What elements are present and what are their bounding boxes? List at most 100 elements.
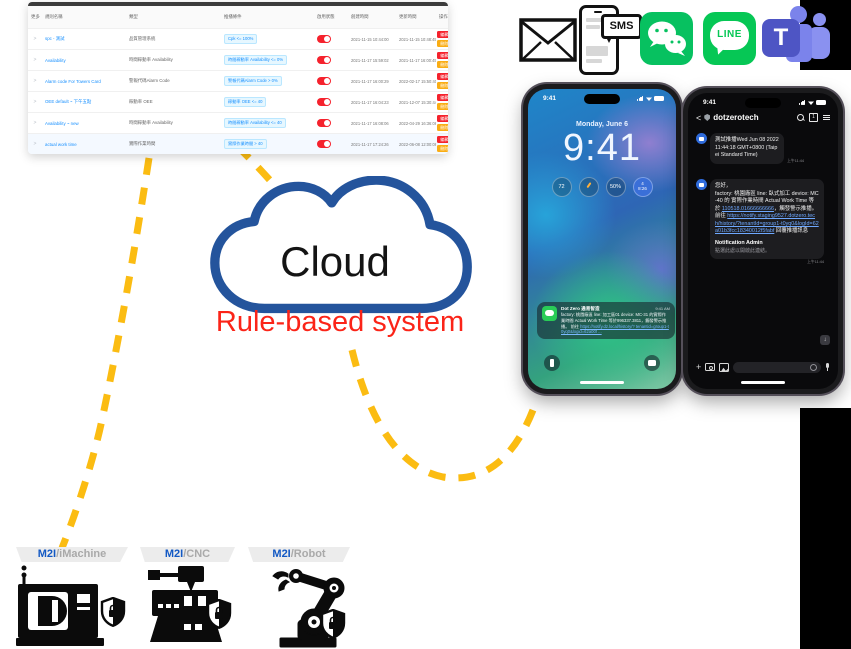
mic-icon[interactable] (825, 363, 830, 371)
table-row[interactable]: > spc - 測試 品質管理系統 Cpk <= 100% 2021-11-15… (28, 29, 448, 50)
edit-button[interactable]: 編輯 (437, 31, 448, 38)
lockscreen-phone: 9:41 Monday, June 6 9:41 72 50% 4 8:26 (523, 84, 681, 394)
machine-cnc-label: M2I/CNC (140, 547, 235, 562)
expand-icon[interactable]: > (33, 36, 37, 42)
line-app-icon (542, 306, 557, 322)
cloud-title: Cloud (280, 238, 390, 285)
clock-widget[interactable] (578, 177, 599, 197)
message-bubble: 測試推播Wed Jun 08 2022 11:44:18 GMT+0800 (T… (710, 133, 785, 164)
message-input[interactable] (733, 361, 821, 373)
security-shield-icon (100, 597, 126, 627)
value-link[interactable]: 110518.01666666666 (721, 205, 774, 212)
enabled-toggle[interactable] (317, 118, 331, 127)
enabled-toggle[interactable] (317, 55, 331, 64)
home-indicator[interactable] (741, 381, 785, 384)
dynamic-island (745, 98, 781, 108)
table-header-row: 更多 規則名稱 類型 推播條件 啟用狀態 創建時間 更新時間 操作 (28, 6, 448, 29)
sender-name: Notification Admin (715, 239, 763, 246)
edit-button[interactable]: 編輯 (437, 94, 448, 101)
rule-name-link[interactable]: Availability (45, 57, 66, 63)
rule-name-link[interactable]: OEE default ~ 下午五點 (45, 99, 92, 104)
rule-name-link[interactable]: Alarm code For Towers Card (45, 78, 101, 84)
enabled-toggle[interactable] (317, 97, 331, 106)
table-row[interactable]: > OEE default ~ 下午五點 稼動率 OEE 稼動率 OEE <= … (28, 92, 448, 113)
home-indicator[interactable] (580, 381, 624, 384)
delete-button[interactable]: 刪除 (437, 124, 448, 131)
scroll-down-button[interactable]: ↓ (820, 335, 830, 345)
black-backdrop-bottom (800, 408, 851, 649)
rule-name-link[interactable]: actual work time (45, 141, 77, 147)
contact-name: dotzerotech (713, 113, 759, 122)
flashlight-button[interactable] (544, 355, 560, 371)
attach-button[interactable]: + (696, 362, 702, 372)
search-icon[interactable] (797, 114, 804, 121)
member-count-badge[interactable]: 1 (809, 113, 818, 122)
delete-button[interactable]: 刪除 (437, 103, 448, 110)
email-icon (519, 18, 577, 62)
table-row[interactable]: > Availability 時間稼動率 Availability 時間稼動率 … (28, 50, 448, 71)
col-updated: 更新時間 (399, 14, 417, 19)
rule-type: 時間稼動率 Availability (129, 120, 173, 125)
expand-icon[interactable]: > (33, 99, 37, 105)
delete-button[interactable]: 刪除 (437, 40, 448, 47)
chat-input-bar: + (688, 359, 838, 375)
weather-widget[interactable]: 72 (551, 177, 572, 197)
menu-icon[interactable] (823, 114, 830, 121)
message-time: 上午11:44 (807, 259, 824, 264)
avatar[interactable] (696, 133, 707, 144)
table-row[interactable]: > actual work time 實際作業時間 實際作業時間 > 40 20… (28, 134, 448, 154)
table-row[interactable]: > Alarm code For Towers Card 警報代碼Alarm C… (28, 71, 448, 92)
rule-name-link[interactable]: Availability ~ new (45, 120, 79, 126)
expand-icon[interactable]: > (33, 141, 37, 147)
notification-link[interactable]: https://notify.dz.local/history/? tenant… (561, 323, 669, 335)
rule-type: 實際作業時間 (129, 141, 156, 146)
enabled-toggle[interactable] (317, 139, 331, 148)
battery-widget[interactable]: 50% (605, 177, 626, 197)
history-url-link[interactable]: https://notify.staging9527.dotzero.tech/… (715, 213, 819, 235)
created-time: 2021-11-17 16:08:06 (351, 120, 389, 126)
camera-button[interactable] (644, 355, 660, 371)
col-type: 類型 (129, 14, 138, 19)
expand-icon[interactable]: > (33, 120, 37, 126)
calendar-widget[interactable]: 4 8:26 (632, 177, 653, 197)
robot-silhouette (272, 569, 345, 648)
expand-icon[interactable]: > (33, 78, 37, 84)
back-button[interactable]: < (696, 112, 702, 123)
edit-button[interactable]: 編輯 (437, 115, 448, 122)
window-edge (28, 2, 448, 6)
col-actions: 操作 (439, 14, 448, 19)
connector-table-to-machines (58, 157, 153, 550)
updated-time: 2022-04-29 16:36:06 (399, 120, 436, 126)
table-row[interactable]: > Availability ~ new 時間稼動率 Availability … (28, 113, 448, 134)
chat-message: 測試推播Wed Jun 08 2022 11:44:18 GMT+0800 (T… (696, 133, 804, 164)
edit-button[interactable]: 編輯 (437, 52, 448, 59)
camera-icon[interactable] (705, 363, 716, 371)
delete-button[interactable]: 刪除 (437, 145, 448, 152)
created-time: 2021-11-17 17:24:26 (351, 141, 389, 147)
enabled-toggle[interactable] (317, 76, 331, 85)
push-notification[interactable]: Dot Zero 通易智造 9:41 AM factory: 桃園廠區 line… (537, 302, 675, 339)
delete-button[interactable]: 刪除 (437, 61, 448, 68)
condition-tag: 稼動率 OEE <= 40 (224, 97, 267, 107)
signal-icon (637, 96, 644, 101)
col-expand: 更多 (31, 14, 40, 19)
rule-type: 警報代碼Alarm Code (129, 78, 170, 83)
updated-time: 2021-12-07 15:30:44 (399, 99, 436, 105)
condition-tag: Cpk <= 100% (224, 34, 258, 44)
delete-button[interactable]: 刪除 (437, 82, 448, 89)
machine-imachine: M2I/iMachine (16, 547, 128, 648)
expand-icon[interactable]: > (33, 57, 37, 63)
alert-rules-table-card: 更多 規則名稱 類型 推播條件 啟用狀態 創建時間 更新時間 操作 > spc … (28, 2, 448, 154)
created-time: 2021-11-17 16:00:29 (351, 78, 389, 84)
enabled-toggle[interactable] (317, 34, 331, 43)
gallery-icon[interactable] (719, 362, 730, 372)
wifi-icon (646, 97, 652, 101)
lock-widgets: 72 50% 4 8:26 (528, 177, 676, 197)
edit-button[interactable]: 編輯 (437, 73, 448, 80)
avatar[interactable] (696, 179, 707, 190)
dynamic-island (584, 94, 620, 104)
rule-name-link[interactable]: spc - 測試 (45, 36, 65, 41)
message-bubble: 您好， factory: 桃園廠區 line: 臥式加工 device: MC-… (710, 179, 824, 259)
lock-date: Monday, June 6 (576, 121, 628, 128)
edit-button[interactable]: 編輯 (437, 136, 448, 143)
